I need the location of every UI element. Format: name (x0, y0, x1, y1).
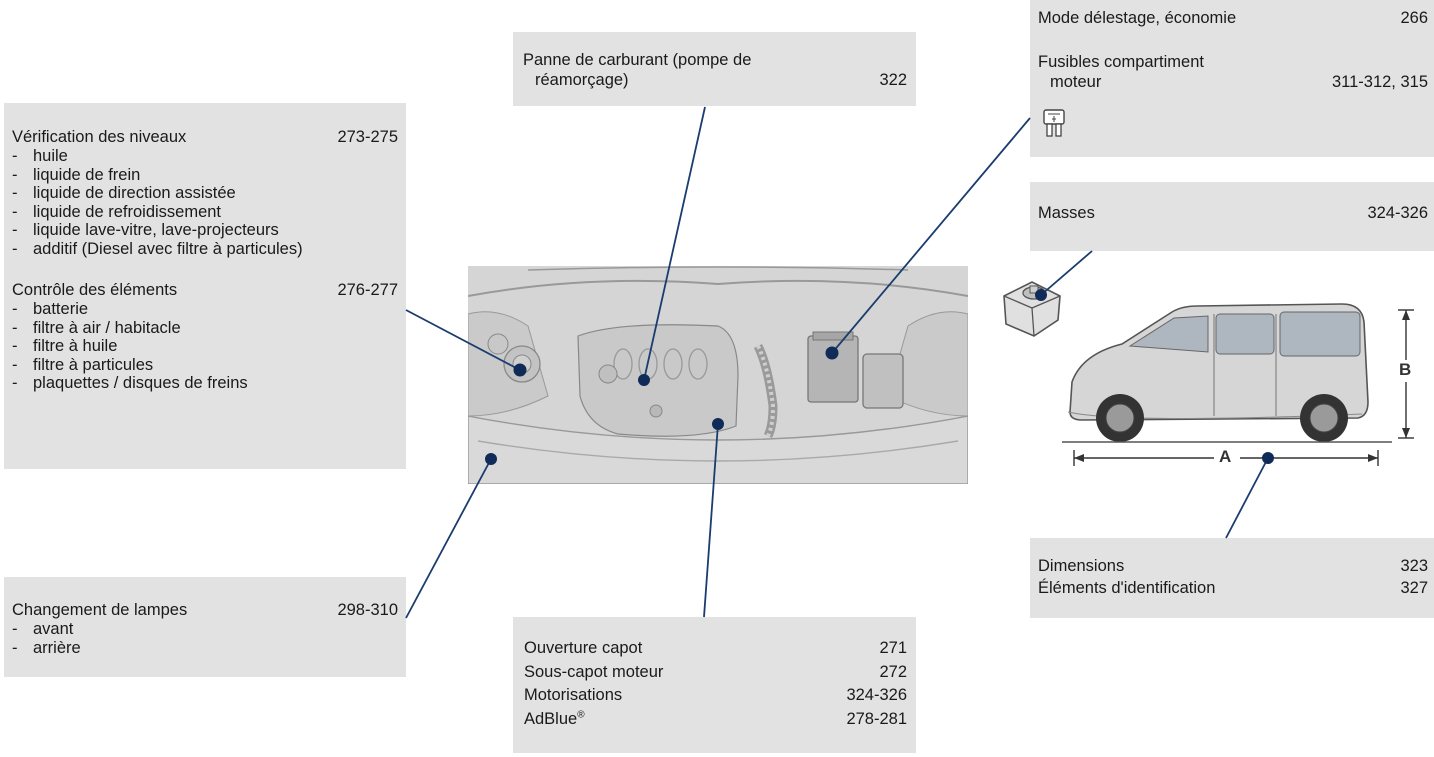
list-item: -batterie (12, 300, 89, 318)
lamps-panel: Changement de lampes 298-310 -avant -arr… (4, 577, 406, 677)
earth-terminal-icon (1003, 281, 1061, 337)
fuses-panel: Mode délestage, économie 266 Fusibles co… (1030, 0, 1434, 157)
list-item: -huile (12, 147, 68, 165)
height-label: B (1399, 360, 1412, 379)
length-label: A (1219, 447, 1232, 466)
fuse-icon (1043, 109, 1065, 137)
list-item: -filtre à air / habitacle (12, 318, 181, 337)
masses-page: 324-326 (1367, 204, 1428, 222)
fuel-panel: Panne de carburant (pompe de réamorçage)… (513, 32, 916, 106)
list-item: -arrière (12, 638, 81, 657)
list-item: -avant (12, 620, 74, 638)
engine-bay-illustration (468, 266, 968, 484)
levels-list: -huile -liquide de frein -liquide de dir… (12, 147, 398, 258)
list-item: -liquide de direction assistée (12, 184, 236, 202)
fuel-label-line2: réamorçage) (535, 71, 629, 89)
masses-panel: Masses 324-326 (1030, 182, 1434, 251)
fuel-label-line1: Panne de carburant (pompe de (523, 51, 752, 69)
elements-list: -batterie -filtre à air / habitacle -fil… (12, 300, 398, 393)
list-item: -additif (Diesel avec filtre à particule… (12, 239, 303, 258)
fuse-label-line2: moteur (1050, 73, 1102, 91)
list-item: -liquide de refroidissement (12, 202, 222, 221)
checks-panel: Vérification des niveaux 273-275 -huile … (4, 103, 406, 469)
vehicle-side-view (1062, 303, 1392, 443)
levels-title: Vérification des niveaux (12, 128, 187, 146)
elements-title: Contrôle des éléments (12, 281, 178, 299)
masses-label: Masses (1038, 204, 1095, 222)
fuel-page: 322 (879, 71, 907, 89)
mode-page: 266 (1400, 9, 1428, 27)
levels-page: 273-275 (337, 128, 398, 146)
list-item: -plaquettes / disques de freins (12, 374, 248, 392)
registered-mark: ® (577, 709, 585, 720)
fuse-page: 311-312, 315 (1331, 73, 1428, 91)
list-item: -filtre à huile (12, 337, 118, 355)
fuse-label-line1: Fusibles compartiment (1038, 53, 1204, 71)
mode-label: Mode délestage, économie (1038, 9, 1237, 27)
lamps-page: 298-310 (337, 601, 398, 619)
list-item: -liquide lave-vitre, lave-projecteurs (12, 221, 279, 239)
list-item: -filtre à particules (12, 355, 154, 374)
elements-page: 276-277 (337, 281, 398, 299)
lamps-title: Changement de lampes (12, 601, 188, 619)
table-row: AdBlue®278-281 (524, 709, 907, 728)
list-item: -liquide de frein (12, 165, 141, 184)
